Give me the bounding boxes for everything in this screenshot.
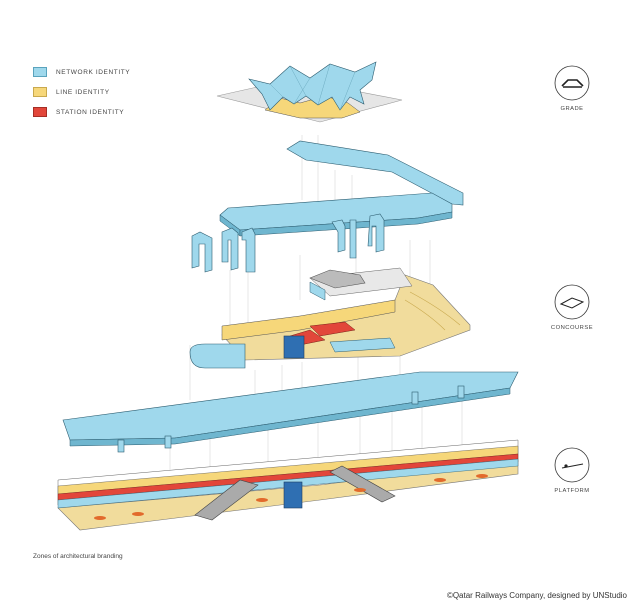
legend-item-network: NETWORK IDENTITY: [33, 62, 130, 82]
caption: Zones of architectural branding: [33, 553, 123, 560]
station-swatch: [33, 107, 47, 117]
roof-columns: [191, 213, 385, 273]
platform-roof-slab: [62, 371, 519, 441]
concourse-roof: [191, 140, 464, 273]
zone-label-grade: GRADE: [560, 106, 584, 112]
legend: NETWORK IDENTITY LINE IDENTITY STATION I…: [33, 62, 130, 122]
legend-label-line: LINE IDENTITY: [56, 88, 110, 96]
platform-core-block: [283, 481, 303, 509]
concourse-level: [189, 267, 471, 369]
concourse-wall-network: [309, 281, 326, 301]
platform-escalator-left: [194, 479, 259, 521]
concourse-entry-pod: [189, 343, 246, 369]
grade-icon: [554, 65, 590, 101]
grade-level: [216, 61, 403, 123]
legend-item-station: STATION IDENTITY: [33, 102, 130, 122]
platform-level: [57, 439, 519, 531]
platform-escalator-right: [329, 465, 396, 503]
line-swatch: [33, 87, 47, 97]
concourse-icon: [554, 284, 590, 320]
credit: ©Qatar Railways Company, designed by UNS…: [446, 591, 627, 600]
legend-item-line: LINE IDENTITY: [33, 82, 130, 102]
network-swatch: [33, 67, 47, 77]
zone-label-concourse: CONCOURSE: [550, 325, 594, 331]
zone-label-platform: PLATFORM: [554, 488, 590, 494]
concourse-line-wall: [221, 299, 396, 341]
platform-roof-columns: [117, 385, 465, 453]
concourse-escalator: [309, 269, 366, 289]
platform-icon: [554, 447, 590, 483]
grade-canopy: [248, 61, 377, 111]
roof-slab-upper: [286, 140, 464, 206]
platform-roof: [62, 371, 519, 453]
platform-seating: [94, 474, 488, 520]
legend-label-network: NETWORK IDENTITY: [56, 68, 131, 76]
concourse-core-block: [283, 335, 305, 359]
legend-label-station: STATION IDENTITY: [56, 108, 125, 116]
